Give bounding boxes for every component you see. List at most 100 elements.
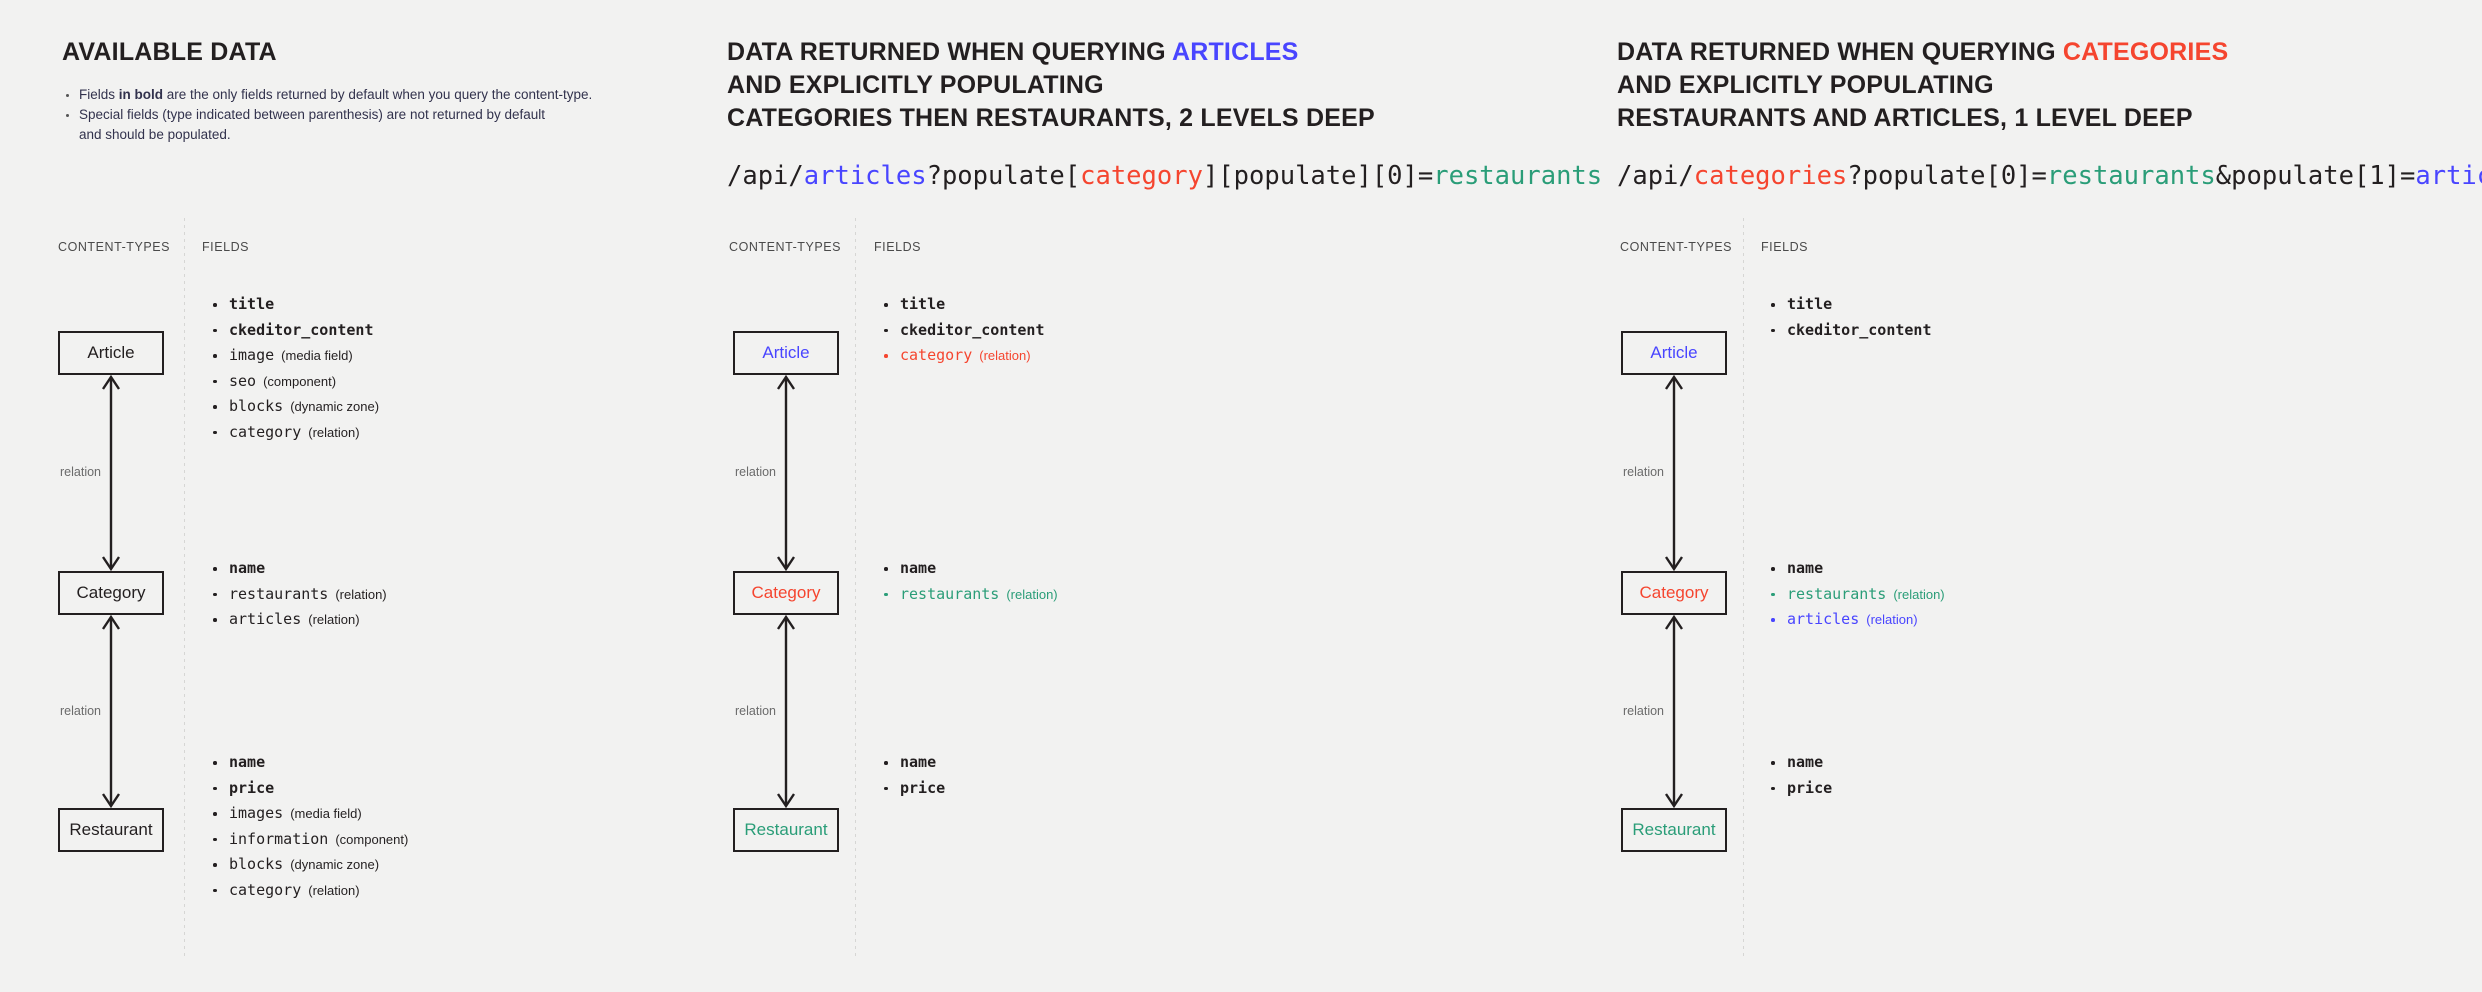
content-type-node[interactable]: Article xyxy=(1621,331,1727,375)
relation-arrow xyxy=(772,614,800,813)
title-text: CATEGORIES THEN RESTAURANTS, 2 LEVELS DE… xyxy=(727,104,1375,132)
field-item: name xyxy=(1765,750,1832,776)
content-type-node[interactable]: Category xyxy=(1621,571,1727,615)
field-type: (relation) xyxy=(308,882,360,898)
field-type: (relation) xyxy=(979,348,1031,363)
relation-label: relation xyxy=(1623,465,1664,479)
url-segment: /api/ xyxy=(727,161,804,191)
field-name: restaurants xyxy=(229,584,329,603)
content-type-node[interactable]: Restaurant xyxy=(58,808,164,852)
field-item: category(relation) xyxy=(207,878,408,904)
column-caption-content-types: CONTENT-TYPES xyxy=(1620,240,1733,254)
relation-arrow xyxy=(1660,614,1688,813)
title-text: AND EXPLICITLY POPULATING xyxy=(727,71,1104,99)
url-segment: categories xyxy=(1693,161,1848,191)
field-type: (relation) xyxy=(308,424,360,440)
field-name: name xyxy=(229,559,266,577)
field-item: information (component) xyxy=(207,827,408,853)
url-segment: /api/ xyxy=(1617,161,1694,191)
field-item: name xyxy=(878,556,1058,582)
field-item: name xyxy=(878,750,945,776)
field-name: blocks xyxy=(229,855,284,873)
panel-title-line: RESTAURANTS AND ARTICLES, 1 LEVEL DEEP xyxy=(1617,102,2482,135)
node-label: Restaurant xyxy=(69,820,153,839)
field-item: images (media field) xyxy=(207,801,408,827)
relation-label: relation xyxy=(60,465,101,479)
field-name: price xyxy=(900,778,946,797)
relation-label: relation xyxy=(1623,703,1664,718)
field-item: name xyxy=(207,750,408,776)
field-type: (relation) xyxy=(1893,586,1945,602)
field-type: (dynamic zone) xyxy=(290,857,380,872)
relation-label: relation xyxy=(735,465,776,479)
field-name: images xyxy=(229,804,284,822)
field-type: (component) xyxy=(335,831,409,847)
url-segment: restaurants xyxy=(1433,161,1603,191)
field-name: category xyxy=(229,422,302,441)
title-text: AND EXPLICITLY POPULATING xyxy=(1617,71,1994,99)
field-item: name xyxy=(207,556,387,582)
field-name: name xyxy=(1787,559,1824,577)
relation-label: relation xyxy=(735,703,776,718)
panel-title-line: AND EXPLICITLY POPULATING xyxy=(1617,69,2482,102)
node-label: Category xyxy=(1639,583,1709,602)
title-text: RESTAURANTS AND ARTICLES, 1 LEVEL DEEP xyxy=(1617,104,2193,132)
api-url: /api/categories?populate[0]=restaurants&… xyxy=(1617,161,2482,191)
panel-divider-2 xyxy=(855,218,856,960)
panel-header-2: DATA RETURNED WHEN QUERYING ARTICLES AND … xyxy=(727,36,1602,191)
content-type-node[interactable]: Article xyxy=(58,331,164,375)
column-caption-fields: FIELDS xyxy=(1761,240,1809,254)
field-type: (component) xyxy=(263,373,337,389)
title-text: DATA RETURNED WHEN QUERYING xyxy=(1617,38,2063,66)
legend-text: Fields xyxy=(79,87,119,102)
node-label: Category xyxy=(76,583,146,602)
field-type: (relation) xyxy=(335,586,387,602)
field-name: image xyxy=(229,346,275,364)
node-label: Restaurant xyxy=(1632,820,1716,839)
url-segment: ?populate[ xyxy=(926,161,1081,191)
node-label: Category xyxy=(751,583,821,602)
field-item: name xyxy=(1765,556,1945,582)
title-text: DATA RETURNED WHEN QUERYING xyxy=(727,38,1172,66)
field-type: (dynamic zone) xyxy=(290,399,380,414)
field-name: articles xyxy=(229,610,302,628)
field-name: price xyxy=(1787,778,1833,797)
content-type-node[interactable]: Article xyxy=(733,331,839,375)
field-name: price xyxy=(229,778,275,797)
field-item: category (relation) xyxy=(878,343,1045,369)
field-name: name xyxy=(1787,753,1824,771)
content-type-node[interactable]: Category xyxy=(733,571,839,615)
panel-title-line: AVAILABLE DATA xyxy=(62,36,592,69)
content-type-node[interactable]: Restaurant xyxy=(733,808,839,852)
panel-title-line: CATEGORIES THEN RESTAURANTS, 2 LEVELS DE… xyxy=(727,102,1602,135)
field-type: (relation) xyxy=(308,612,360,627)
content-type-node[interactable]: Restaurant xyxy=(1621,808,1727,852)
field-item: ckeditor_content xyxy=(207,318,379,344)
field-name: category xyxy=(900,346,973,364)
url-segment: ?populate[0]= xyxy=(1847,161,2047,191)
content-type-node[interactable]: Category xyxy=(58,571,164,615)
field-name: ckeditor_content xyxy=(229,320,374,339)
field-name: title xyxy=(900,295,946,313)
field-list: name price images (media field) information (… xyxy=(207,750,408,903)
field-item: title xyxy=(1765,292,1932,318)
legend-list: Fields in bold are the only fields retur… xyxy=(62,85,592,145)
field-list: name restaurants (relation) articles (relati… xyxy=(207,556,387,633)
field-name: restaurants xyxy=(900,584,1000,603)
node-label: Restaurant xyxy=(744,820,828,839)
field-item: blocks (dynamic zone) xyxy=(207,852,408,878)
panel-divider-3 xyxy=(1743,218,1744,960)
relation-arrow xyxy=(97,374,125,576)
title-accent: ARTICLES xyxy=(1171,38,1299,66)
relation-label: relation xyxy=(60,703,101,718)
field-type: (media field) xyxy=(290,806,362,821)
panel-title-line: AND EXPLICITLY POPULATING xyxy=(727,69,1602,102)
field-name: information xyxy=(229,829,329,848)
legend-bold: in bold xyxy=(118,87,164,102)
url-segment: articles xyxy=(2415,161,2482,191)
node-label: Article xyxy=(87,343,135,362)
